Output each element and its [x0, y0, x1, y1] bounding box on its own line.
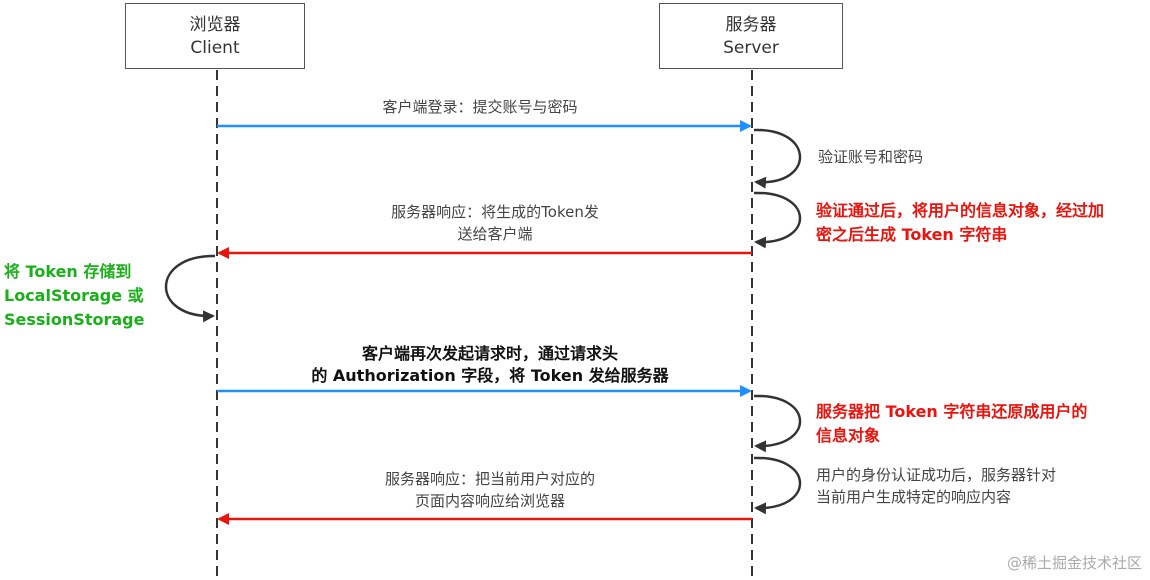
restore-note: 服务器把 Token 字符串还原成用户的 信息对象	[816, 400, 1087, 448]
login-label-text: 客户端登录：提交账号与密码	[382, 98, 578, 116]
store-note-line3: SessionStorage	[4, 310, 145, 329]
client-actor-box: 浏览器 Client	[125, 3, 305, 69]
auth-loop	[753, 456, 802, 515]
store-note: 将 Token 存储到 LocalStorage 或 SessionStorag…	[4, 260, 144, 332]
verify-loop	[753, 128, 802, 189]
store-note-line1: 将 Token 存储到	[4, 262, 132, 281]
auth-success-line1: 用户的身份认证成功后，服务器针对	[816, 466, 1057, 484]
server-response-2-line2: 页面内容响应给浏览器	[414, 492, 565, 510]
server-response-2-line1: 服务器响应：把当前用户对应的	[384, 470, 595, 488]
server-name-cn: 服务器	[725, 15, 777, 35]
server-response-2-label: 服务器响应：把当前用户对应的 页面内容响应给浏览器	[350, 468, 630, 512]
encrypt-note-line1: 验证通过后，将用户的信息对象，经过加	[816, 201, 1105, 220]
restore-loop	[753, 394, 802, 453]
request-again-line2: 的 Authorization 字段，将 Token 发给服务器	[311, 366, 669, 385]
server-name-en: Server	[723, 38, 779, 58]
request-again-label: 客户端再次发起请求时，通过请求头 的 Authorization 字段，将 To…	[270, 343, 710, 387]
auth-success-line2: 当前用户生成特定的响应内容	[816, 488, 1012, 506]
auth-success-note: 用户的身份认证成功后，服务器针对 当前用户生成特定的响应内容	[816, 464, 1056, 508]
server-response-1-line1: 服务器响应：将生成的Token发	[391, 203, 599, 221]
verify-label: 验证账号和密码	[818, 146, 923, 168]
server-response-1-label: 服务器响应：将生成的Token发 送给客户端	[350, 201, 640, 245]
request-again-line1: 客户端再次发起请求时，通过请求头	[361, 344, 618, 363]
store-loop	[164, 254, 216, 323]
encrypt-loop	[753, 191, 802, 249]
restore-note-line2: 信息对象	[816, 426, 881, 445]
login-label: 客户端登录：提交账号与密码	[350, 96, 610, 118]
verify-label-text: 验证账号和密码	[818, 148, 924, 166]
client-name-cn: 浏览器	[189, 15, 241, 35]
server-response-1-line2: 送给客户端	[457, 225, 533, 243]
store-note-line2: LocalStorage 或	[4, 286, 144, 305]
watermark: @稀土掘金技术社区	[1006, 554, 1142, 572]
encrypt-note-line2: 密之后生成 Token 字符串	[816, 225, 1008, 244]
client-name-en: Client	[190, 38, 240, 58]
encrypt-note: 验证通过后，将用户的信息对象，经过加 密之后生成 Token 字符串	[816, 199, 1104, 247]
restore-note-line1: 服务器把 Token 字符串还原成用户的	[816, 402, 1088, 421]
server-actor-box: 服务器 Server	[659, 3, 843, 69]
